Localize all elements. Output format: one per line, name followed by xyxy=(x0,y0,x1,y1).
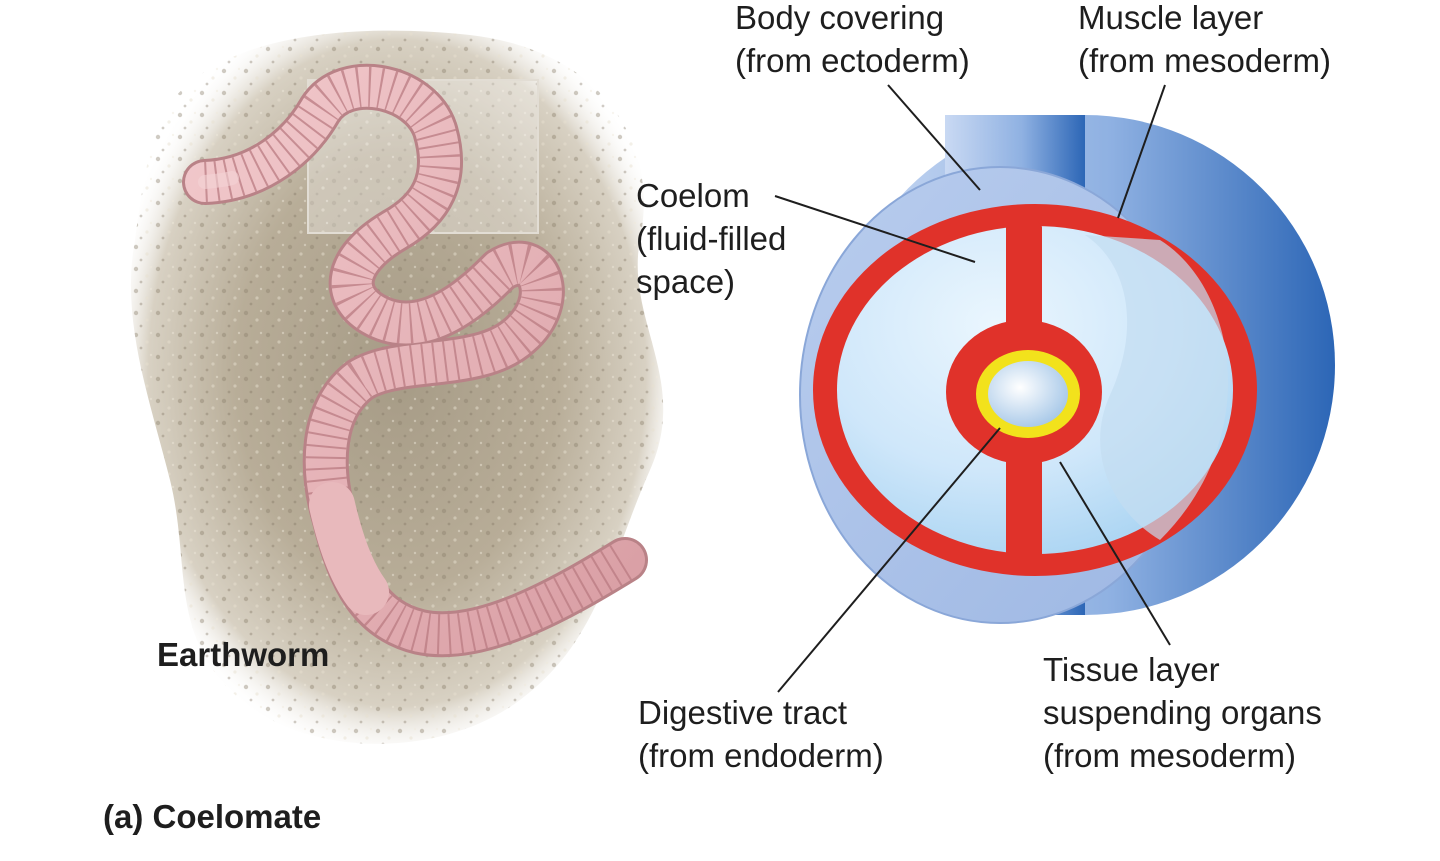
cross-section-diagram xyxy=(799,115,1335,624)
label-digestive-tract-line1: Digestive tract xyxy=(638,694,848,731)
label-tissue-layer-line3: (from mesoderm) xyxy=(1043,737,1297,774)
label-digestive-tract: Digestive tract (from endoderm) xyxy=(638,691,884,777)
leader-muscle-layer xyxy=(1117,84,1166,219)
digestive-lumen xyxy=(988,361,1068,427)
figure-caption: (a) Coelomate xyxy=(103,798,322,835)
label-tissue-layer-line2: suspending organs xyxy=(1043,694,1322,731)
label-digestive-tract-line2: (from endoderm) xyxy=(638,737,884,774)
leader-digestive-tract xyxy=(777,427,1001,693)
label-muscle-layer-line2: (from mesoderm) xyxy=(1078,42,1332,79)
label-body-covering: Body covering (from ectoderm) xyxy=(735,0,970,82)
label-muscle-layer-line1: Muscle layer xyxy=(1078,0,1264,36)
label-coelom: Coelom (fluid-filled space) xyxy=(636,174,786,303)
label-muscle-layer: Muscle layer (from mesoderm) xyxy=(1078,0,1331,82)
label-body-covering-line2: (from ectoderm) xyxy=(735,42,970,79)
leader-coelom xyxy=(774,195,976,263)
label-tissue-layer-line1: Tissue layer xyxy=(1043,651,1220,688)
leader-body-covering xyxy=(887,84,981,191)
label-coelom-line2: (fluid-filled xyxy=(636,220,787,257)
mesentery-upper xyxy=(1006,222,1042,352)
leader-lines xyxy=(774,84,1171,693)
label-body-covering-line1: Body covering xyxy=(735,0,945,36)
label-coelom-line3: space) xyxy=(636,263,736,300)
mesentery-lower xyxy=(1006,430,1042,570)
leader-tissue-layer xyxy=(1059,461,1171,646)
label-tissue-layer: Tissue layer suspending organs (from mes… xyxy=(1043,648,1322,777)
earthworm-illustration xyxy=(182,63,648,658)
label-coelom-line1: Coelom xyxy=(636,177,750,214)
label-earthworm: Earthworm xyxy=(157,636,330,673)
